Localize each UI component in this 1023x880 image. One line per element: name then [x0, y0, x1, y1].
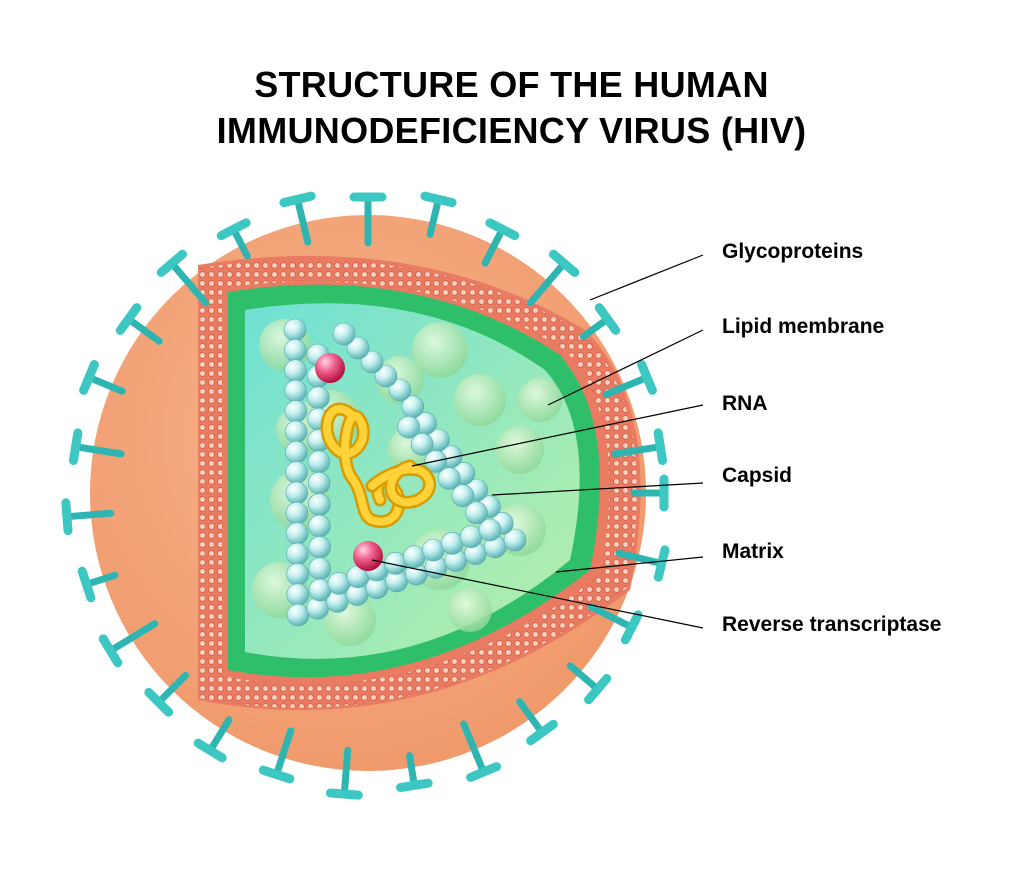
capsid-bead: [286, 542, 309, 566]
diagram-title: STRUCTURE OF THE HUMAN IMMUNODEFICIENCY …: [0, 62, 1023, 154]
glycoprotein-spike: [98, 620, 159, 668]
capsid-bead: [397, 415, 420, 439]
capsid-bead: [308, 535, 331, 559]
capsid-bead: [284, 440, 308, 464]
glycoprotein-spike: [144, 671, 190, 717]
capsid-bead: [307, 386, 330, 410]
glycoprotein-spike: [349, 192, 387, 247]
glycoprotein-spike: [481, 218, 520, 267]
capsid-bead: [283, 318, 307, 342]
glycoprotein-spike: [325, 746, 363, 800]
label-capsid: Capsid: [722, 464, 792, 487]
capsid-bead: [285, 461, 308, 484]
label-matrix: Matrix: [722, 540, 784, 563]
capsid-bead: [346, 336, 370, 360]
capsid-bead: [307, 471, 331, 495]
glycoprotein-spike: [630, 474, 669, 512]
leader-reverse-transcriptase: [371, 559, 704, 629]
leader-lipid-membrane: [547, 329, 704, 406]
capsid-bead: [283, 339, 307, 362]
glycoprotein-spike: [77, 566, 119, 603]
capsid-bead: [307, 450, 331, 474]
label-lipid-membrane: Lipid membrane: [722, 315, 884, 338]
glycoprotein-spike: [193, 716, 233, 763]
protein-blob: [518, 378, 562, 422]
capsid-bead: [360, 350, 384, 374]
capsid-bead: [285, 522, 309, 545]
glycoprotein-spike: [516, 698, 558, 746]
glycoprotein-spike: [526, 249, 580, 307]
capsid-bead: [308, 514, 331, 538]
glycoprotein-spike: [61, 498, 115, 536]
protein-blob: [412, 322, 468, 378]
reverse-transcriptase-1: [315, 353, 345, 383]
rna-strand: [320, 402, 436, 529]
capsid-bead: [284, 400, 308, 423]
label-reverse-transcriptase: Reverse transcriptase: [722, 613, 941, 636]
protein-blob: [454, 374, 506, 426]
glycoprotein-spike: [68, 428, 125, 466]
leader-lines: [371, 254, 704, 629]
capsid-bead: [388, 378, 412, 402]
capsid-bead: [437, 467, 461, 490]
capsid-bead: [285, 481, 309, 505]
glycoprotein-spike: [460, 720, 502, 782]
glycoprotein-spike: [579, 303, 621, 341]
glycoprotein-spike: [258, 727, 295, 784]
leader-capsid: [491, 482, 704, 496]
capsid-bead: [286, 583, 310, 606]
glycoprotein-spike: [611, 428, 668, 466]
leader-glycoproteins: [589, 254, 704, 301]
capsid-bead: [286, 562, 309, 586]
glycoprotein-spike: [115, 303, 163, 345]
glycoprotein-spike: [279, 191, 316, 246]
capsid-bead: [374, 364, 398, 388]
capsid-bead: [284, 359, 307, 383]
glycoprotein-spike: [156, 249, 210, 307]
title-line-2: IMMUNODEFICIENCY VIRUS (HIV): [216, 110, 807, 151]
reverse-transcriptase-2: [353, 541, 383, 571]
glycoprotein-spike: [587, 602, 643, 645]
label-rna: RNA: [722, 392, 768, 415]
title-line-1: STRUCTURE OF THE HUMAN: [254, 64, 769, 105]
glycoprotein-spike: [395, 752, 433, 793]
glycoprotein-spike: [420, 191, 457, 238]
capsid-bead: [503, 528, 527, 552]
glycoprotein-spike: [566, 662, 612, 705]
capsid-bead: [284, 420, 308, 444]
capsid-bead: [284, 379, 307, 403]
glycoprotein-spike: [602, 359, 657, 398]
glycoprotein-spike: [79, 359, 126, 395]
capsid-bead: [285, 501, 309, 525]
capsid-bead: [332, 322, 356, 346]
capsid-bead: [307, 493, 331, 516]
glycoprotein-spike: [216, 218, 251, 260]
leader-rna: [411, 404, 704, 467]
capsid-bead: [286, 603, 310, 627]
glycoproteins: [61, 191, 670, 800]
protein-blob: [496, 426, 544, 474]
capsid-bead: [465, 501, 488, 525]
protein-blob: [448, 588, 492, 632]
leader-matrix: [555, 556, 704, 573]
capsid-bead: [308, 557, 332, 580]
label-glycoproteins: Glycoproteins: [722, 240, 863, 263]
capsid-bead: [451, 484, 475, 508]
capsid: [283, 318, 527, 627]
capsid-bead: [410, 432, 434, 456]
capsid-bead: [478, 518, 502, 542]
